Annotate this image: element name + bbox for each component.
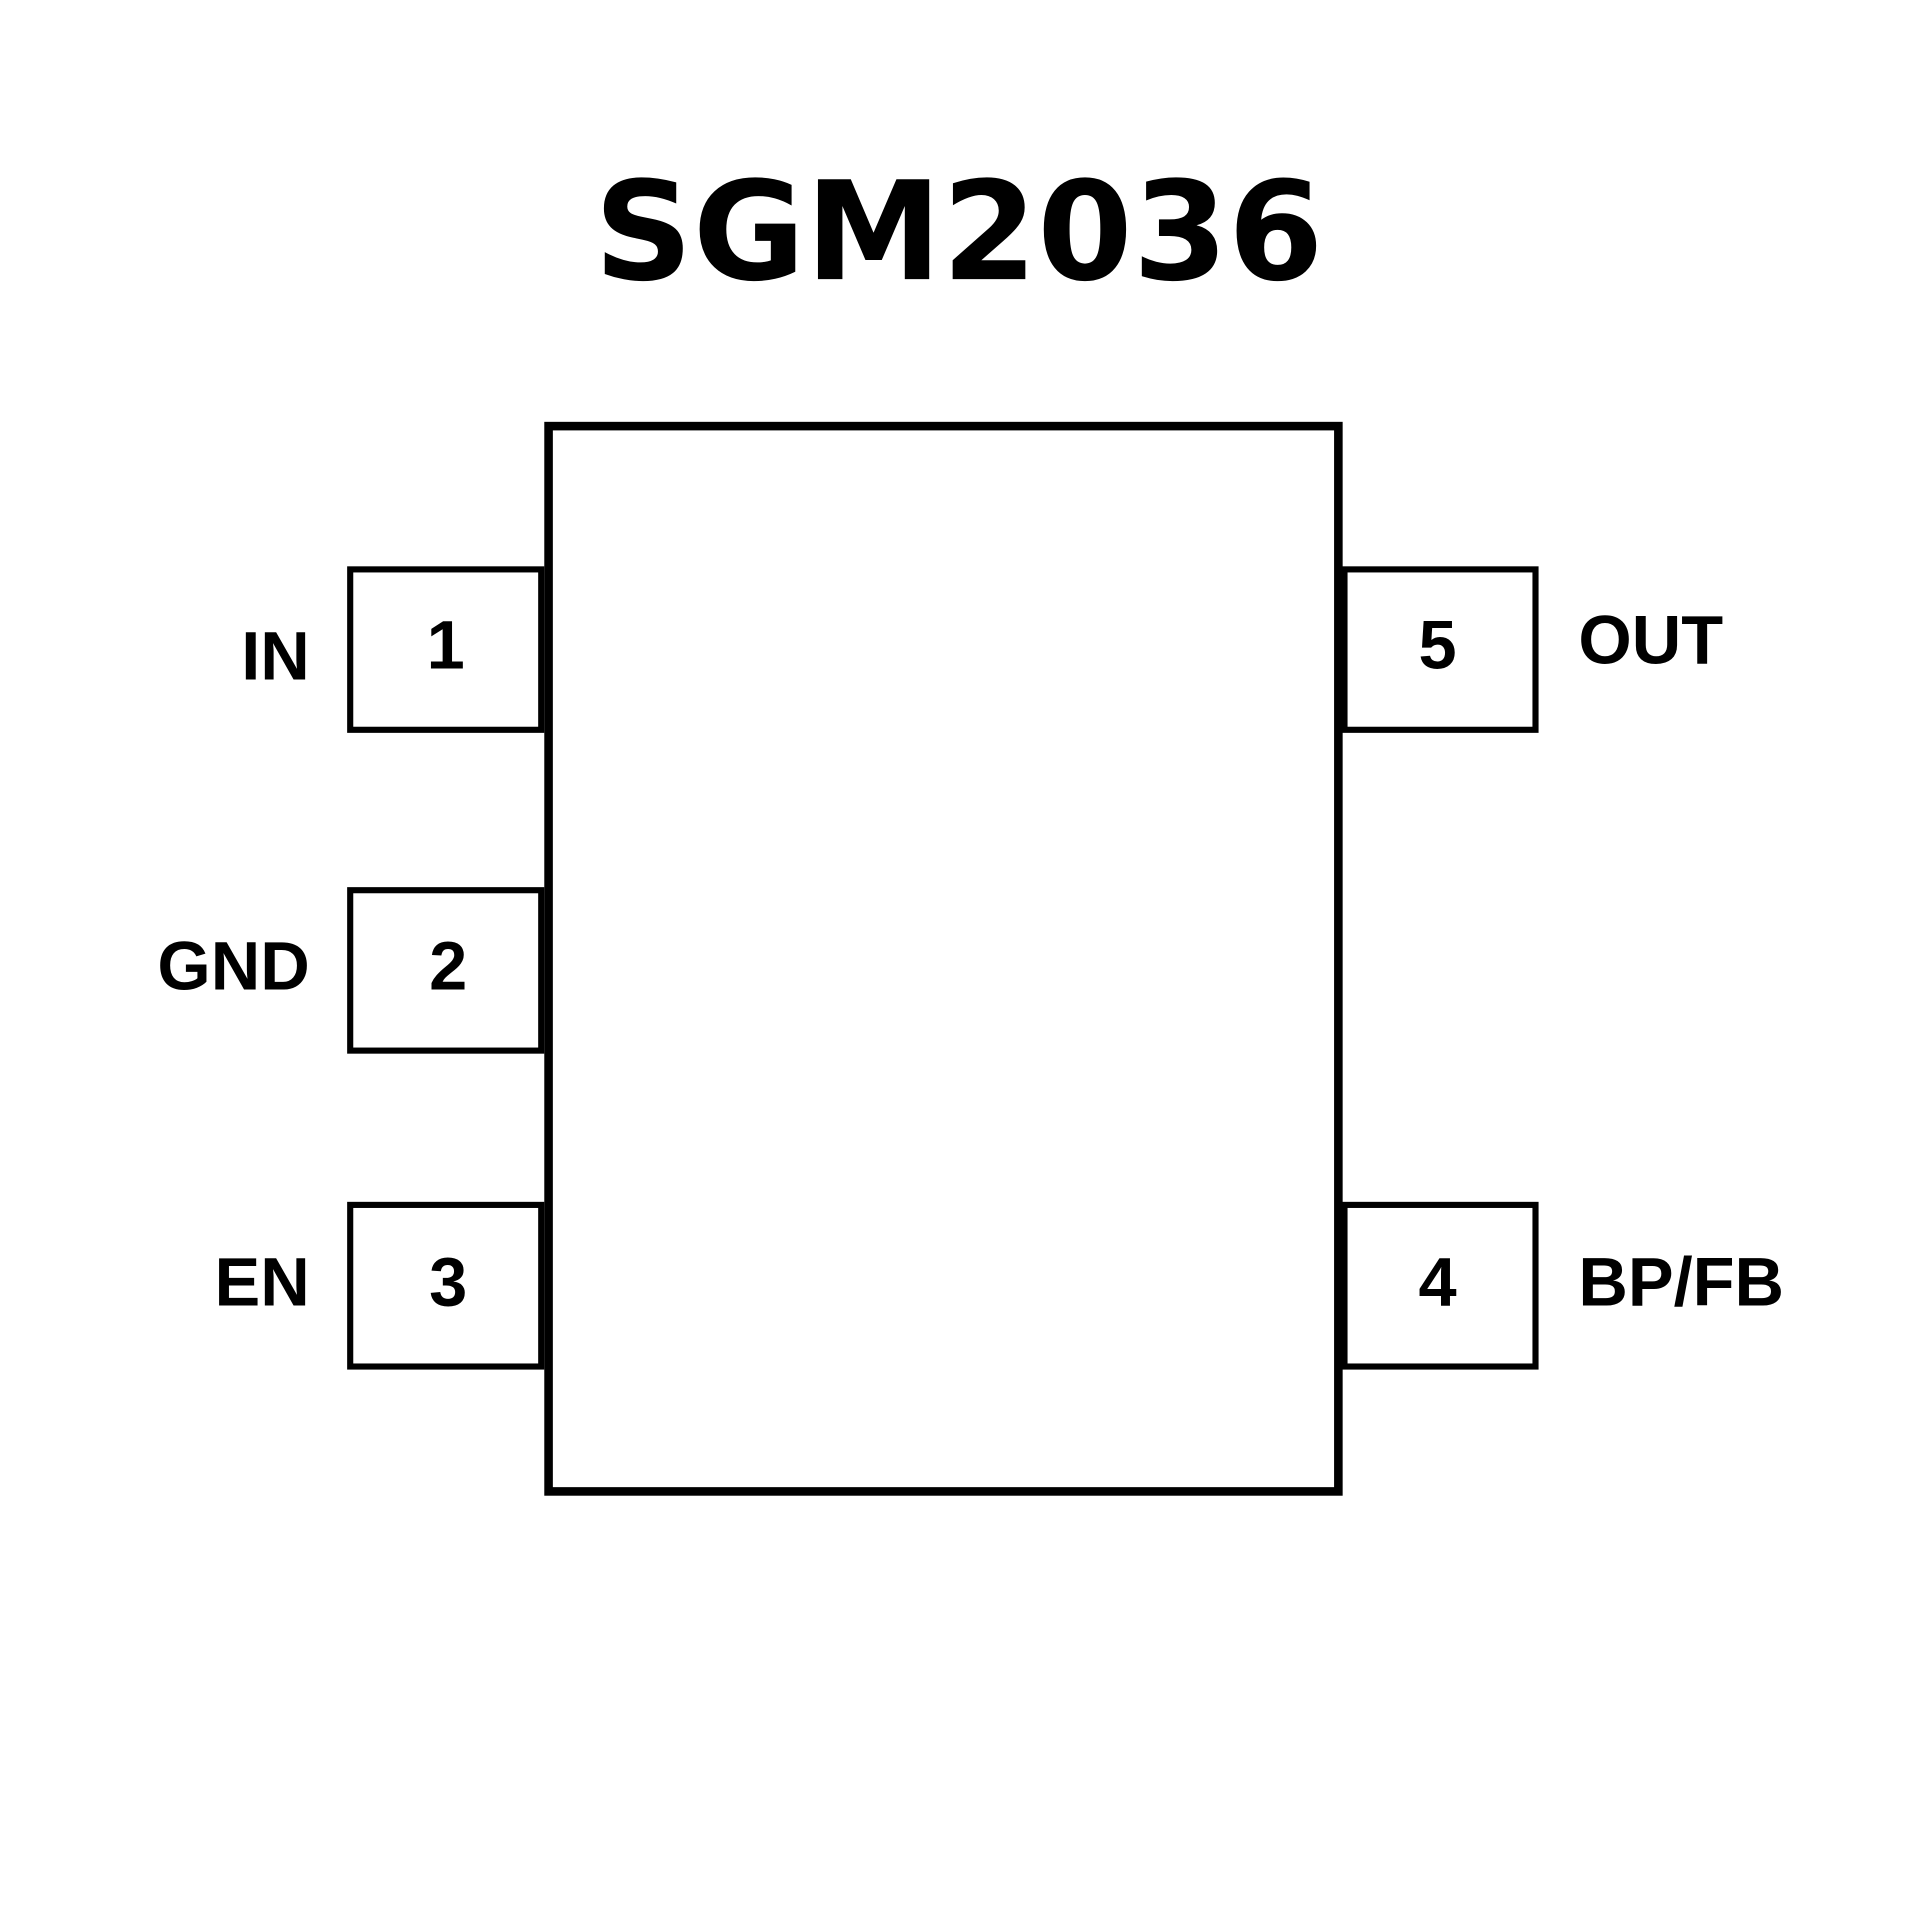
pin-3-pad xyxy=(347,1201,545,1370)
pin-1-pad xyxy=(347,566,545,733)
pin-3-number: 3 xyxy=(429,1243,467,1320)
pin-4-number: 4 xyxy=(1418,1243,1456,1320)
pin-2-pad xyxy=(347,887,545,1054)
pin-2-name: GND xyxy=(157,927,309,1004)
chip-body xyxy=(544,421,1343,1496)
pin-1-name: IN xyxy=(241,618,310,695)
chip-title: SGM2036 xyxy=(594,153,1323,312)
pin-4-pad xyxy=(1341,1201,1539,1370)
pin-4-name: BP/FB xyxy=(1578,1243,1784,1320)
pin-3-name: EN xyxy=(215,1243,310,1320)
pin-1-number: 1 xyxy=(427,607,465,684)
pin-5-pad xyxy=(1341,566,1539,733)
pin-2-number: 2 xyxy=(429,927,467,1004)
pin-5-name: OUT xyxy=(1578,602,1723,679)
pin-5-number: 5 xyxy=(1418,607,1456,684)
